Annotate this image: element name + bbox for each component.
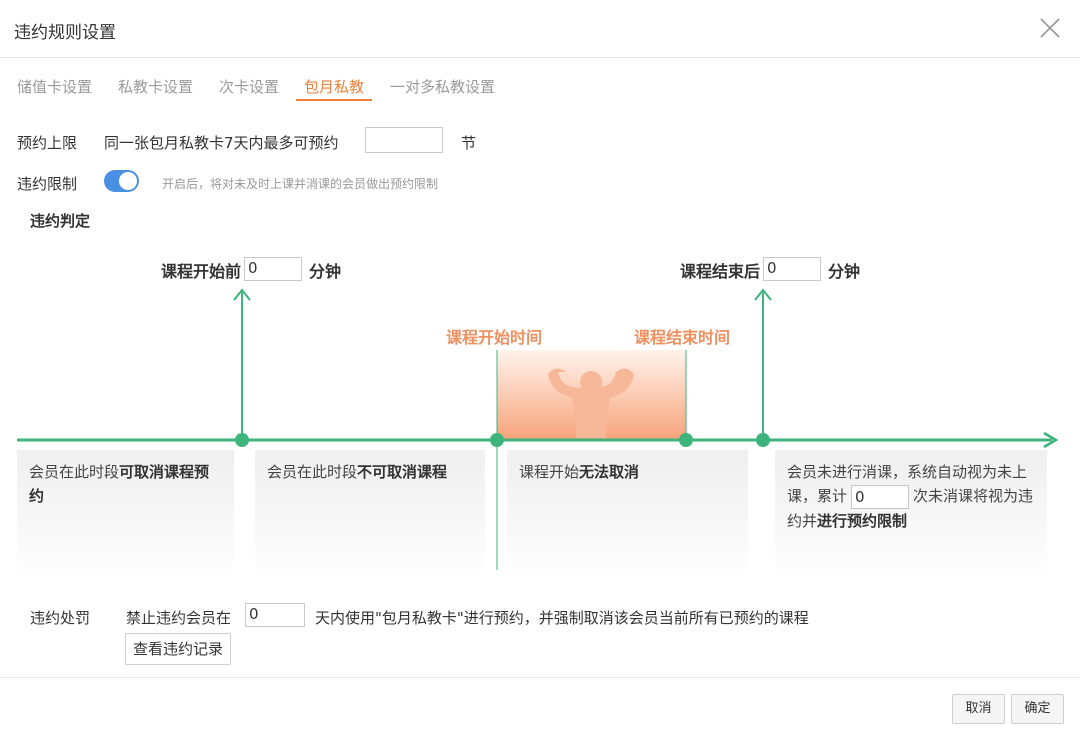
- phase-box-bold: 可取消课程预约: [29, 463, 210, 505]
- booking-limit-unit: 节: [461, 134, 477, 152]
- class-start-label: 课程开始时间: [446, 328, 543, 347]
- phase-box-bold: 无法取消: [579, 463, 640, 481]
- tab-group-private[interactable]: 一对多私教设置: [390, 78, 496, 96]
- after-label: 课程结束后: [680, 262, 761, 281]
- phase-box-bold: 进行预约限制: [817, 511, 908, 530]
- phase-box-text: 会员在此时段: [267, 463, 358, 481]
- penalty-suffix: 天内使用"包月私教卡"进行预约，并强制取消该会员当前所有已预约的课程: [315, 609, 809, 627]
- after-minutes-input[interactable]: 0: [763, 257, 821, 281]
- phase-box-text: 会员未进行消课，系统自动视为未上课，累计: [787, 463, 1028, 505]
- violation-count-input[interactable]: 0: [851, 484, 910, 509]
- phase-box-text-2: 次未消课将视为违约并: [787, 487, 1034, 530]
- tab-private-card[interactable]: 私教卡设置: [118, 78, 194, 96]
- timeline-graphic: [17, 288, 1059, 570]
- phase-box-started: 课程开始无法取消: [507, 450, 748, 578]
- before-arrow-head: [233, 288, 251, 301]
- footer-divider: [0, 677, 1080, 678]
- phase-box-text: 会员在此时段: [29, 463, 120, 481]
- tab-monthly-private[interactable]: 包月私教: [295, 78, 373, 101]
- phase-box-cancellable: 会员在此时段可取消课程预约: [17, 450, 234, 578]
- before-unit: 分钟: [309, 262, 342, 281]
- before-label: 课程开始前: [161, 262, 242, 281]
- booking-limit-input[interactable]: [365, 127, 443, 153]
- confirm-button[interactable]: 确定: [1011, 694, 1064, 724]
- dialog-title: 违约规则设置: [14, 23, 116, 43]
- violation-limit-toggle[interactable]: [104, 170, 139, 192]
- judgement-title: 违约判定: [30, 212, 91, 230]
- penalty-days-input[interactable]: 0: [245, 603, 305, 627]
- booking-limit-text: 同一张包月私教卡7天内最多可预约: [104, 134, 339, 152]
- phase-box-text: 课程开始: [519, 463, 580, 481]
- close-icon[interactable]: [1038, 16, 1062, 40]
- timeline-node-after: [756, 433, 770, 447]
- phase-box-bold: 不可取消课程: [357, 463, 448, 481]
- violation-limit-hint: 开启后，将对未及时上课并消课的会员做出预约限制: [162, 177, 439, 191]
- muscle-figure-icon: [548, 368, 634, 438]
- view-violation-records-button[interactable]: 查看违约记录: [125, 633, 231, 665]
- before-minutes-input[interactable]: 0: [244, 257, 302, 281]
- phase-box-not-cancellable: 会员在此时段不可取消课程: [255, 450, 485, 578]
- booking-limit-label: 预约上限: [17, 134, 78, 152]
- cancel-button[interactable]: 取消: [952, 694, 1005, 724]
- violation-limit-label: 违约限制: [17, 175, 78, 193]
- penalty-prefix: 禁止违约会员在: [126, 609, 232, 627]
- dialog-header: 违约规则设置: [0, 0, 1080, 58]
- penalty-label: 违约处罚: [30, 609, 91, 627]
- timeline-node-before: [235, 433, 249, 447]
- timeline-node-start: [490, 433, 504, 447]
- class-end-label: 课程结束时间: [634, 328, 731, 347]
- tab-stored-value-card[interactable]: 储值卡设置: [17, 78, 93, 96]
- after-arrow-head: [754, 288, 772, 301]
- tab-count-card[interactable]: 次卡设置: [219, 78, 280, 96]
- timeline-arrow-head: [1043, 431, 1059, 449]
- timeline-node-end: [679, 433, 693, 447]
- after-unit: 分钟: [828, 262, 861, 281]
- violation-diagram: 课程开始前 0 分钟 课程结束后 0 分钟 课程开始时间 课程结束时间 会员在此…: [0, 230, 1080, 590]
